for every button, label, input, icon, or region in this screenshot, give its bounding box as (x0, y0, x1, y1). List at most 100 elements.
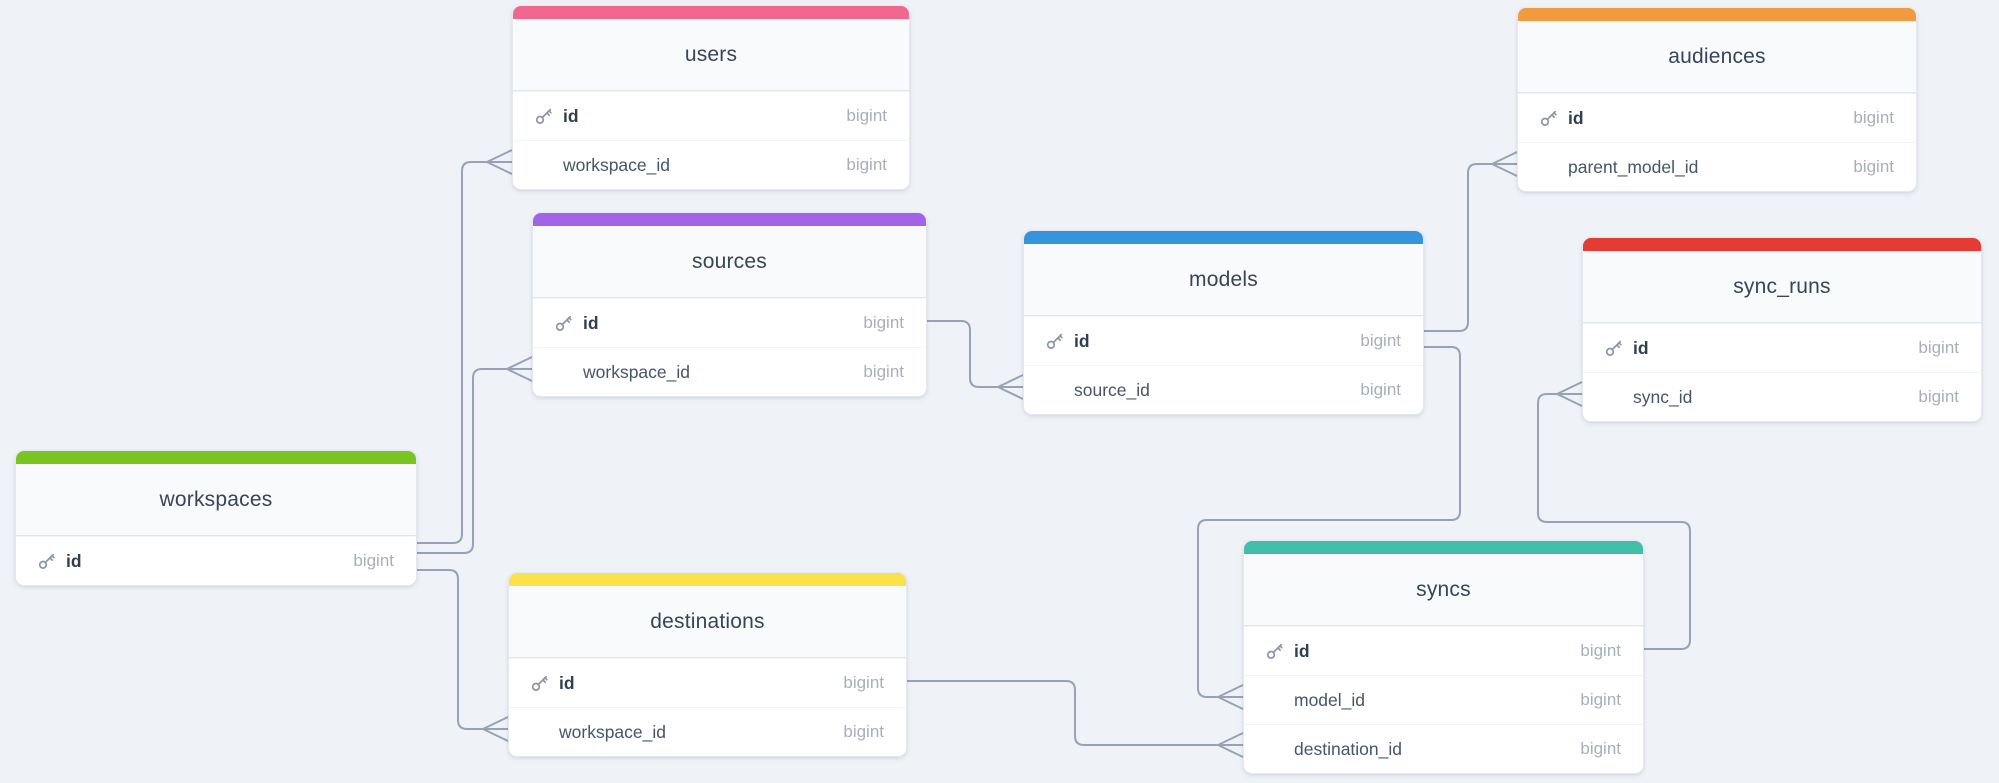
primary-key-icon (1603, 338, 1625, 358)
icon-spacer (553, 362, 575, 382)
column-row-id[interactable]: id bigint (1518, 93, 1916, 142)
column-left: destination_id (1264, 739, 1402, 760)
connection-workspaces.id-to-users.workspace_id (415, 149, 513, 544)
column-row-destination_id[interactable]: destination_id bigint (1244, 724, 1643, 773)
connection-models.id-to-syncs.model_id (1197, 346, 1461, 710)
table-accent-bar (1583, 238, 1981, 251)
table-title: syncs (1416, 577, 1471, 601)
table-title: sync_runs (1733, 274, 1831, 298)
column-type: bigint (1580, 641, 1621, 660)
column-row-workspace_id[interactable]: workspace_id bigint (533, 347, 926, 396)
column-name: id (559, 672, 575, 693)
primary-key-icon (1264, 641, 1286, 661)
icon-spacer (1264, 739, 1286, 759)
icon-spacer (533, 155, 555, 175)
column-left: sync_id (1603, 387, 1692, 408)
table-models[interactable]: models id bigint source_id bigint (1023, 230, 1424, 415)
table-workspaces[interactable]: workspaces id bigint (15, 450, 417, 586)
column-type: bigint (1360, 380, 1401, 399)
column-left: source_id (1044, 380, 1150, 401)
column-name: destination_id (1294, 738, 1402, 759)
crows-foot-marker (1556, 381, 1583, 407)
connection-workspaces.id-to-sources.workspace_id (415, 356, 533, 554)
table-accent-bar (16, 451, 416, 464)
crows-foot-marker (482, 716, 509, 742)
column-name: id (1074, 330, 1090, 351)
column-row-source_id[interactable]: source_id bigint (1024, 365, 1423, 414)
column-name: workspace_id (583, 361, 690, 382)
column-row-id[interactable]: id bigint (16, 536, 416, 585)
column-left: id (1538, 108, 1584, 129)
column-type: bigint (846, 155, 887, 174)
column-type: bigint (863, 362, 904, 381)
icon-spacer (529, 722, 551, 742)
connection-line (1537, 393, 1691, 650)
column-name: id (583, 312, 599, 333)
connection-syncs.id-to-sync_runs.sync_id (1537, 381, 1691, 650)
crows-foot-marker (506, 356, 533, 382)
column-type: bigint (843, 722, 884, 741)
table-header: workspaces (16, 464, 416, 536)
table-destinations[interactable]: destinations id bigint workspace_id bigint (508, 572, 907, 757)
table-accent-bar (1518, 8, 1916, 21)
column-type: bigint (843, 673, 884, 692)
column-row-id[interactable]: id bigint (1244, 626, 1643, 675)
table-title: sources (692, 249, 767, 273)
table-header: syncs (1244, 554, 1643, 626)
column-left: id (1264, 641, 1310, 662)
column-left: id (1603, 338, 1649, 359)
crows-foot-marker (1491, 151, 1518, 177)
table-header: models (1024, 244, 1423, 316)
connection-models.id-to-audiences.parent_model_id (1422, 151, 1518, 332)
column-left: workspace_id (529, 722, 666, 743)
column-type: bigint (1853, 108, 1894, 127)
icon-spacer (1044, 380, 1066, 400)
column-name: id (66, 550, 82, 571)
table-title: audiences (1668, 44, 1766, 68)
primary-key-icon (1538, 108, 1560, 128)
connection-line (905, 680, 1218, 746)
column-type: bigint (353, 551, 394, 570)
column-row-id[interactable]: id bigint (509, 658, 906, 707)
table-accent-bar (1244, 541, 1643, 554)
column-left: id (1044, 331, 1090, 352)
table-header: sources (533, 226, 926, 298)
column-name: parent_model_id (1568, 156, 1699, 177)
column-name: id (1633, 337, 1649, 358)
table-header: destinations (509, 586, 906, 658)
column-name: id (1568, 107, 1584, 128)
connection-line (1422, 163, 1492, 332)
column-type: bigint (1580, 739, 1621, 758)
column-row-workspace_id[interactable]: workspace_id bigint (509, 707, 906, 756)
primary-key-icon (1044, 331, 1066, 351)
column-left: id (529, 673, 575, 694)
column-name: workspace_id (559, 721, 666, 742)
column-left: workspace_id (553, 362, 690, 383)
column-name: id (1294, 640, 1310, 661)
column-name: sync_id (1633, 386, 1693, 407)
column-type: bigint (1360, 331, 1401, 350)
connection-line (415, 161, 487, 544)
table-header: sync_runs (1583, 251, 1981, 323)
table-accent-bar (509, 573, 906, 586)
column-row-id[interactable]: id bigint (1024, 316, 1423, 365)
connection-line (415, 569, 483, 730)
primary-key-icon (553, 313, 575, 333)
crows-foot-marker (997, 374, 1024, 400)
connection-destinations.id-to-syncs.destination_id (905, 680, 1244, 758)
icon-spacer (1538, 157, 1560, 177)
